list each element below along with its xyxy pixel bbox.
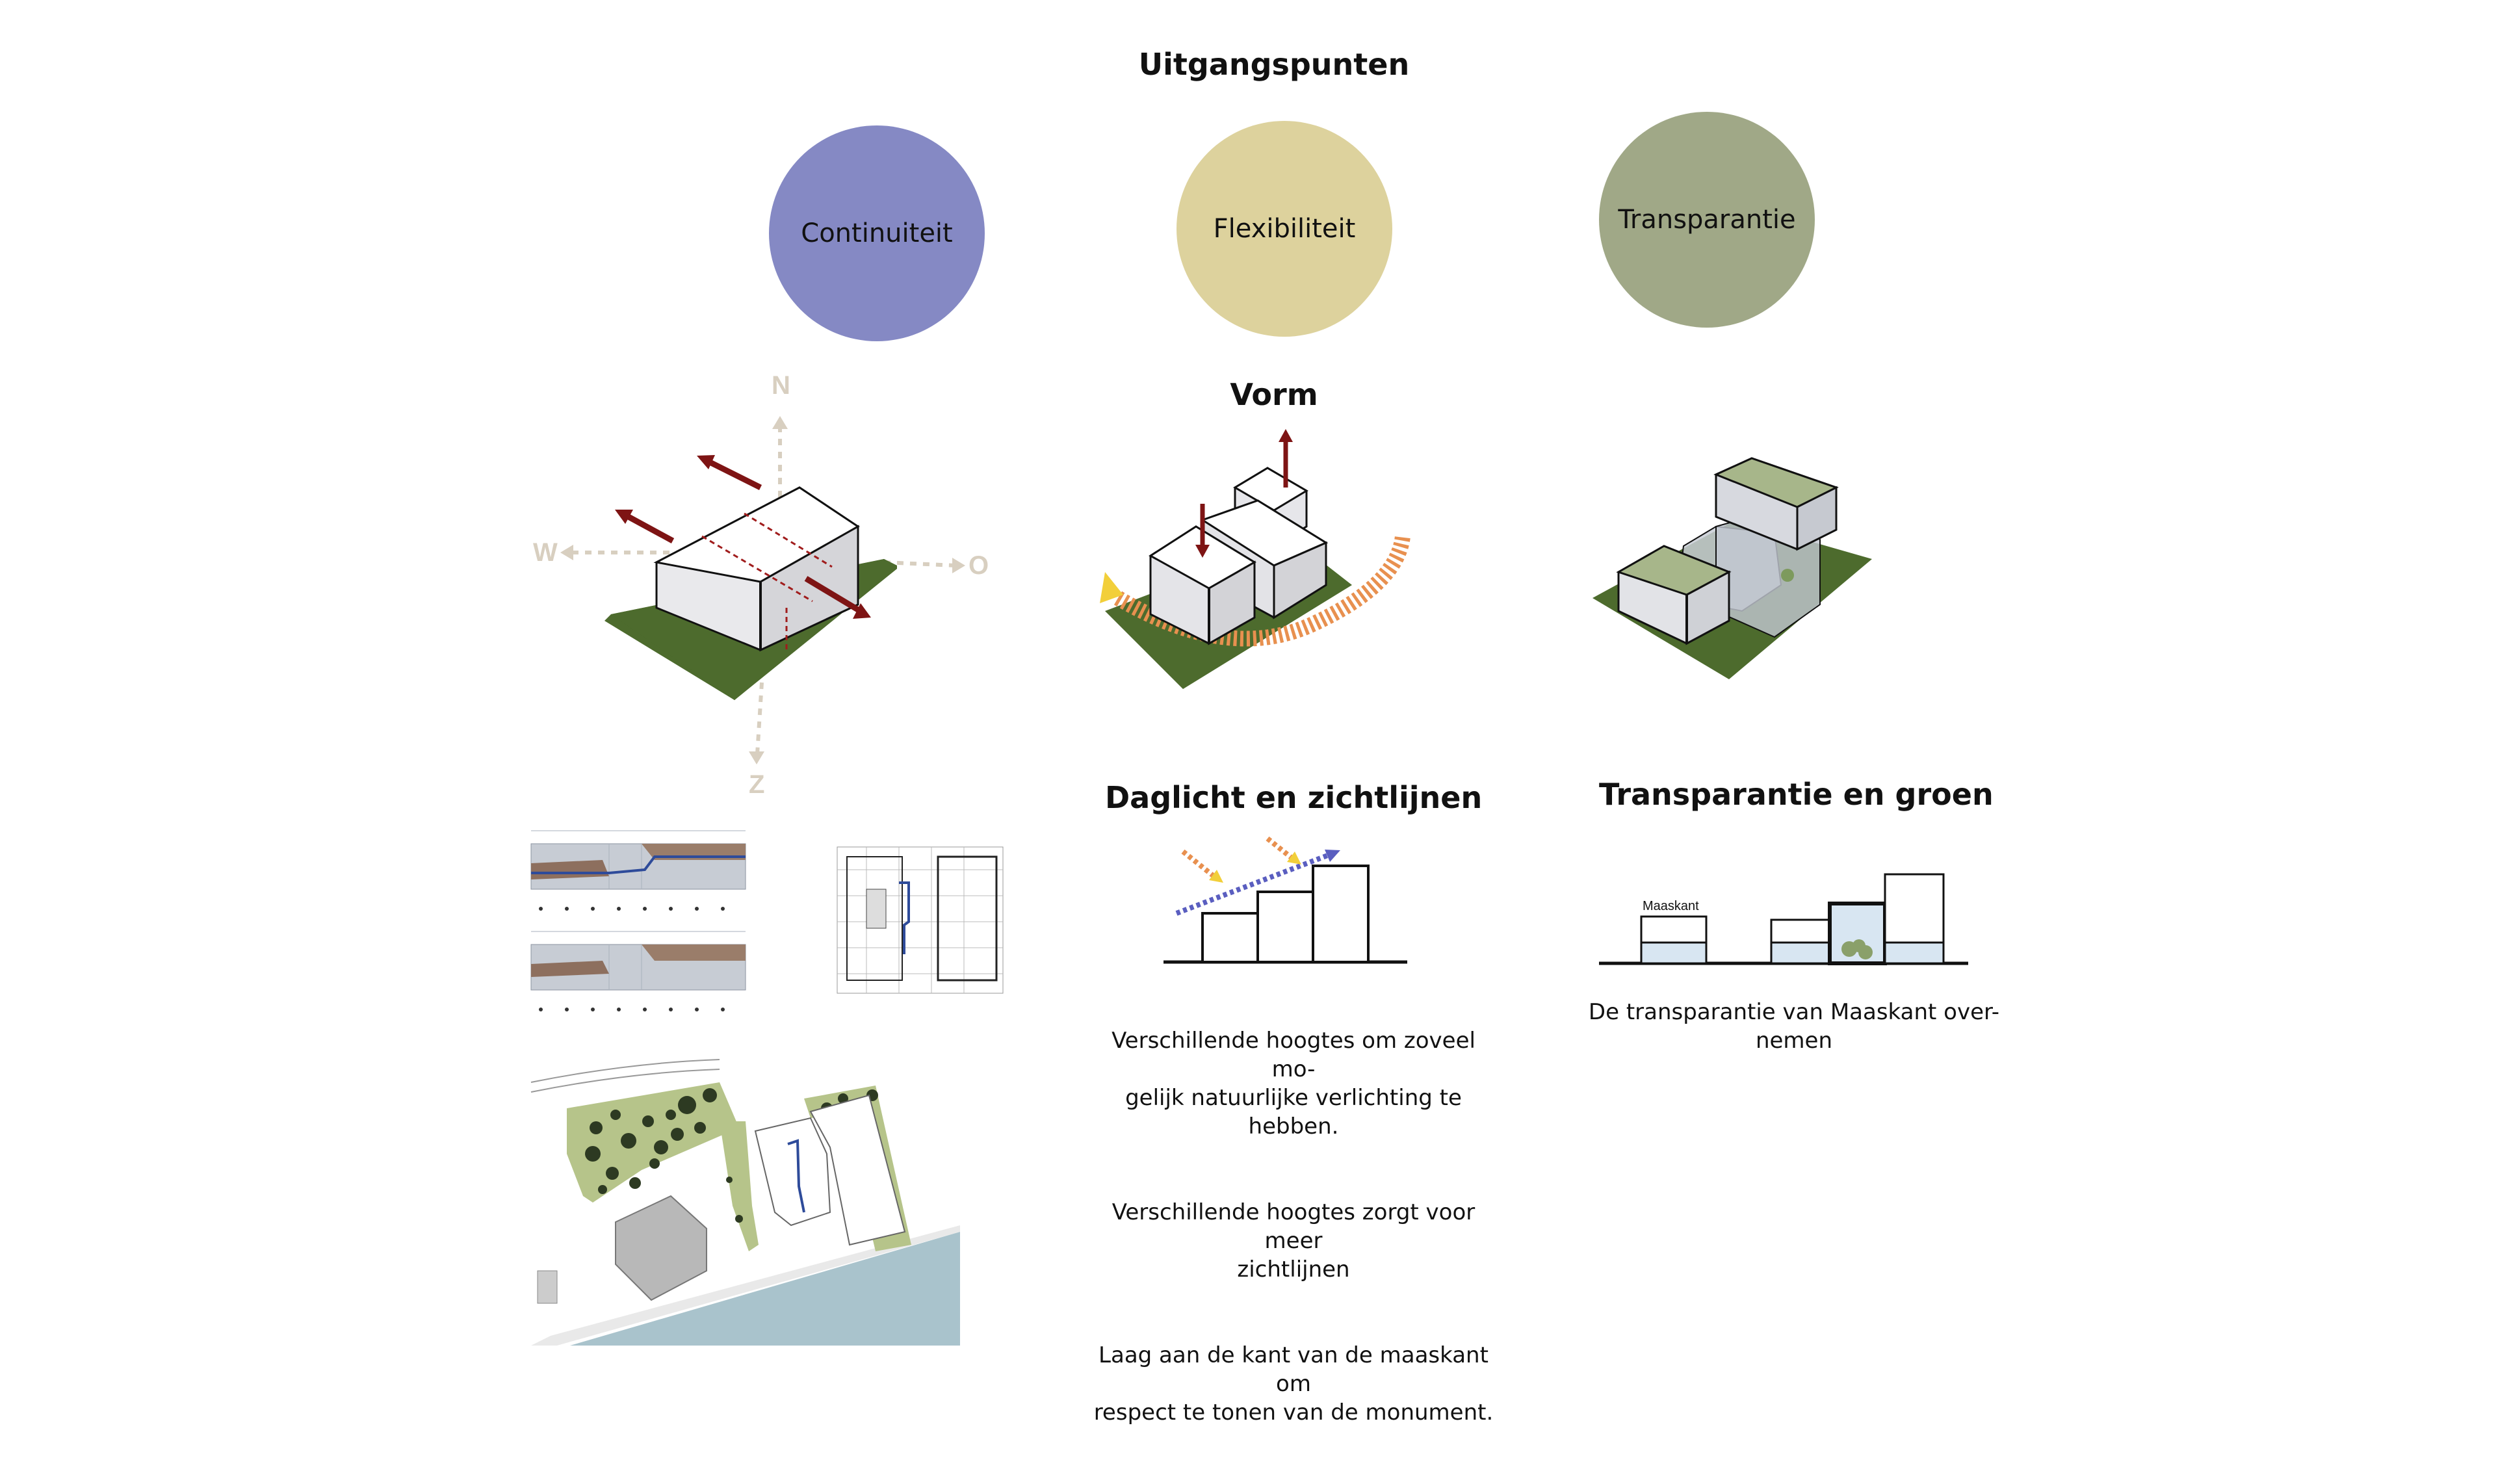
compass-south: Z (749, 770, 764, 799)
daylight-caption-1: Verschillende hoogtes om zoveel mo- geli… (1112, 1028, 1476, 1139)
transparency-caption: De transparantie van Maaskant over- neme… (1588, 999, 2000, 1054)
daylight-caption-2: Verschillende hoogtes zorgt voor meer zi… (1112, 1199, 1476, 1282)
compass-west: W (533, 538, 558, 567)
transparency-section-diagram: Maaskant (1599, 873, 1968, 965)
existing-building (615, 1195, 707, 1301)
daylight-captions: Verschillende hoogtes om zoveel mo- geli… (1092, 998, 1495, 1484)
main-title: Uitgangspunten (1138, 47, 1410, 82)
section-drawings (530, 830, 746, 1011)
compass-north: N (772, 371, 790, 400)
daylight-section-diagram (1164, 836, 1407, 964)
maaskant-label: Maaskant (1643, 899, 1699, 913)
principle-continuity-label: Continuiteit (801, 218, 953, 248)
daylight-caption-3: Laag aan de kant van de maaskant om resp… (1093, 1342, 1494, 1425)
principle-transparency-label: Transparantie (1618, 205, 1796, 235)
floor-plan-drawing (837, 846, 1004, 994)
daylight-title: Daglicht en zichtlijnen (1105, 780, 1483, 815)
transparency-diagram (1592, 457, 1872, 679)
principle-flexibility: Flexibiliteit (1176, 121, 1392, 337)
sun-icon (1100, 572, 1123, 603)
site-plan (530, 1056, 960, 1346)
principle-transparency: Transparantie (1599, 112, 1815, 328)
transparency-title: Transparantie en groen (1599, 777, 1994, 812)
form-title: Vorm (1230, 377, 1318, 412)
principle-flexibility-label: Flexibiliteit (1213, 214, 1356, 244)
compass-east: O (968, 551, 989, 580)
principle-continuity: Continuiteit (769, 125, 985, 341)
sun-path-diagram (1100, 429, 1410, 689)
site-water (570, 1232, 960, 1346)
orientation-diagram: N W O Z (533, 371, 989, 799)
